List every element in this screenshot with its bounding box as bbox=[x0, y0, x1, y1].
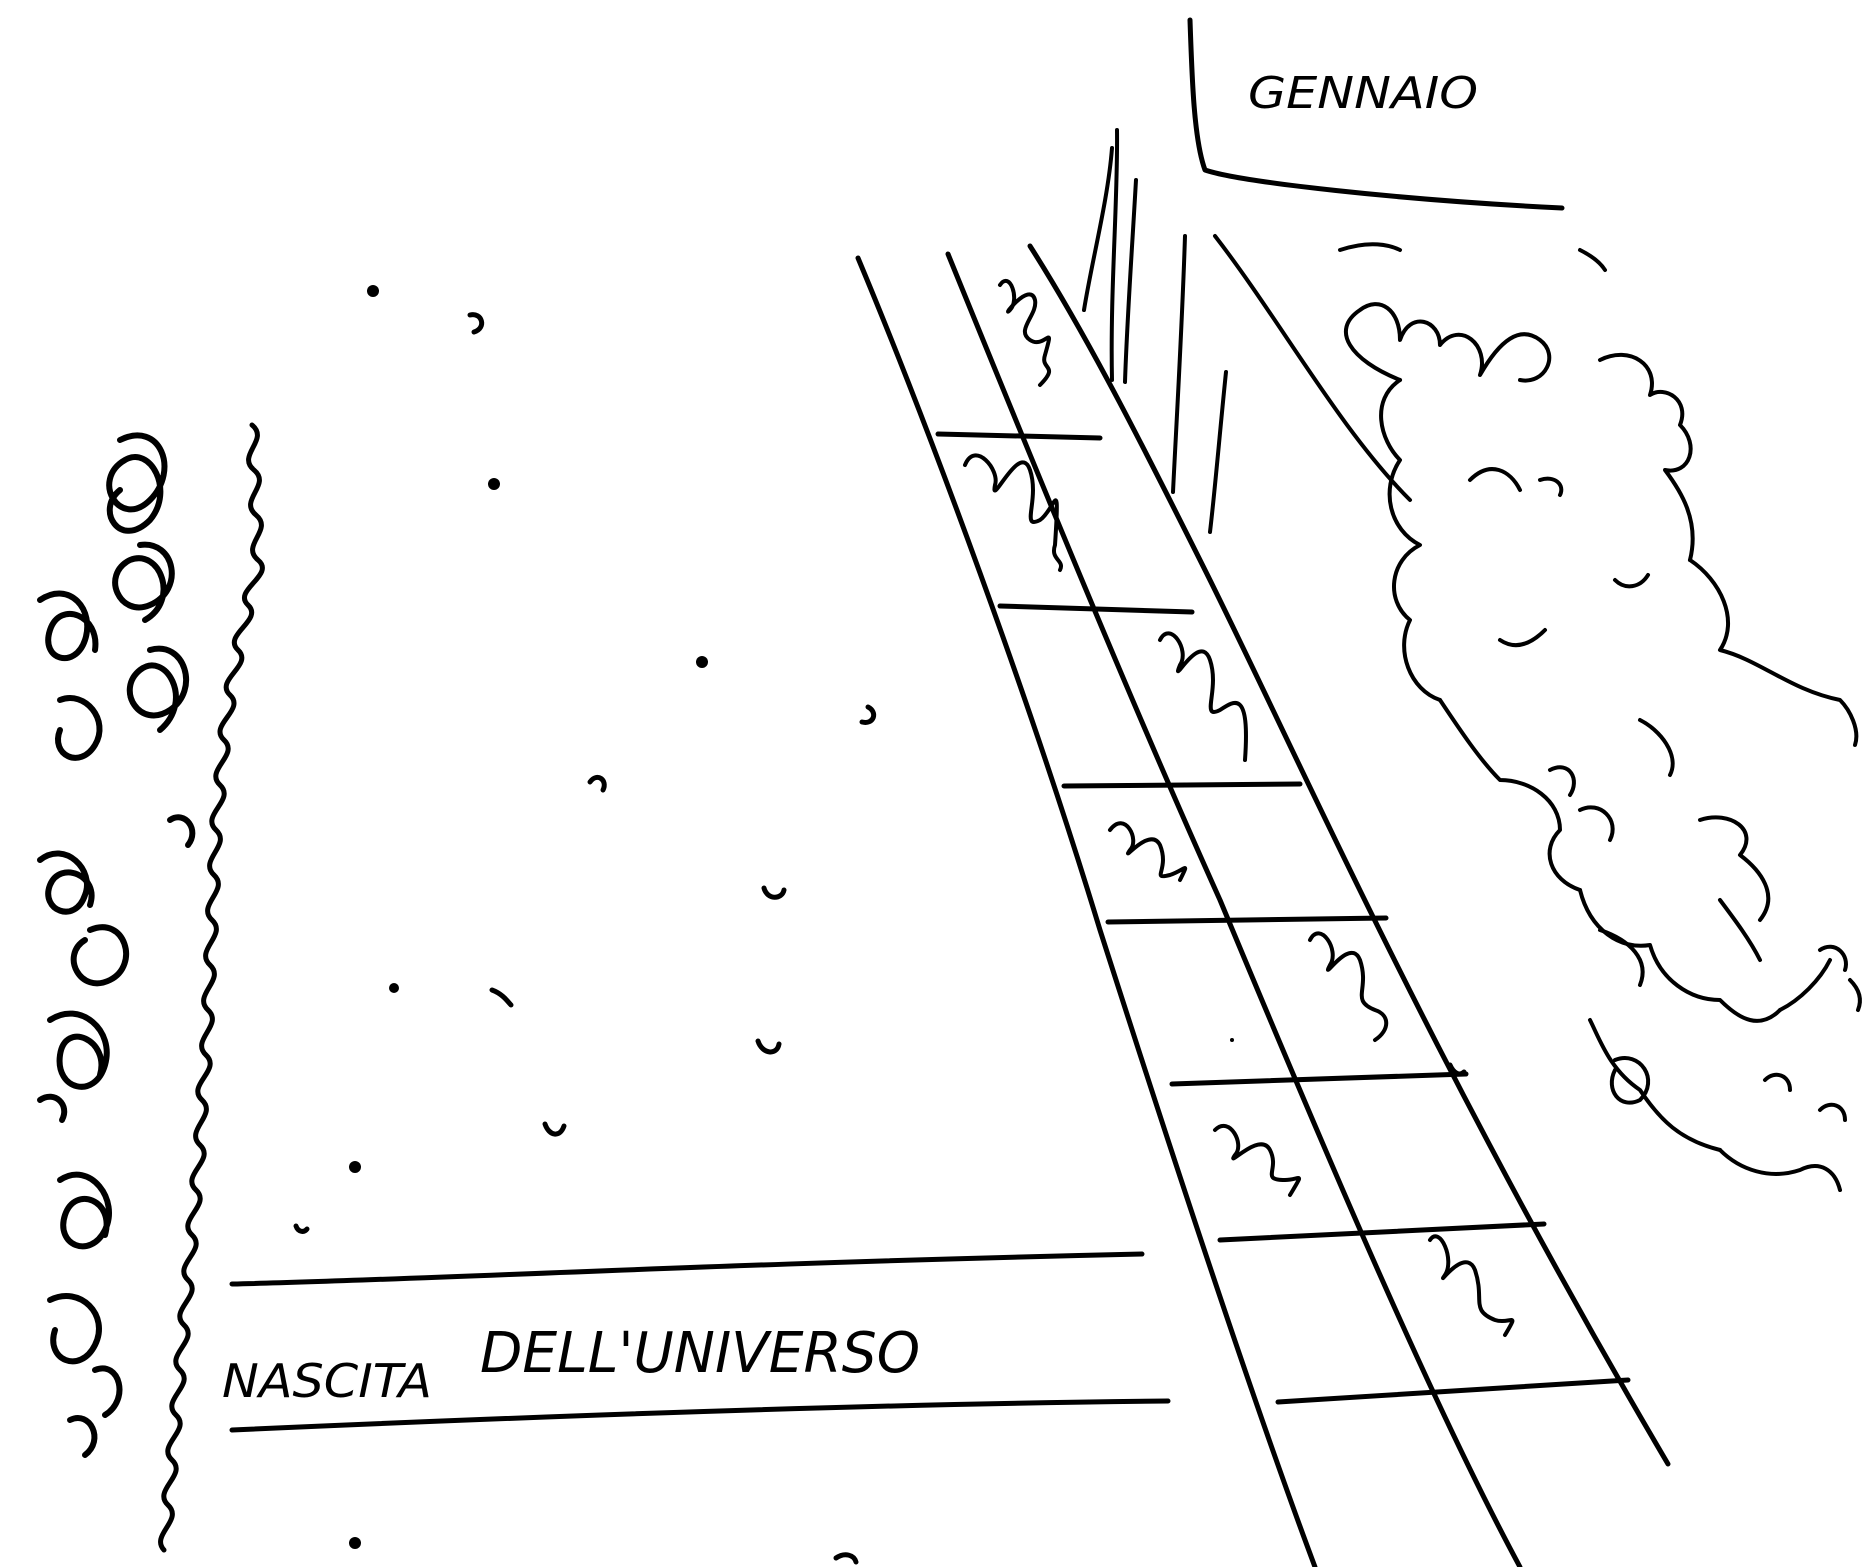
calendar-strip bbox=[858, 246, 1668, 1567]
star bbox=[492, 990, 511, 1005]
cell-scribble bbox=[1000, 281, 1049, 385]
star bbox=[488, 478, 500, 490]
cell-scribble bbox=[965, 455, 1061, 570]
star bbox=[758, 1041, 779, 1052]
calendar-rung bbox=[1220, 1224, 1544, 1240]
cell-scribble bbox=[1215, 1126, 1299, 1195]
calendar-rung bbox=[1172, 1074, 1466, 1084]
star bbox=[389, 983, 399, 993]
calendar-rung bbox=[938, 434, 1100, 438]
star bbox=[862, 707, 874, 722]
star bbox=[764, 888, 784, 897]
wall-lines bbox=[1084, 130, 1410, 532]
banner-words-universe: DELL'UNIVERSO bbox=[480, 1321, 920, 1386]
month-label: GENNAIO bbox=[1248, 68, 1478, 119]
cell-scribble bbox=[1310, 933, 1386, 1040]
star bbox=[403, 571, 415, 583]
cell-scribble bbox=[1110, 823, 1185, 880]
left-scribble-border bbox=[40, 435, 192, 1455]
calendar-rail-middle bbox=[948, 254, 1520, 1567]
star bbox=[545, 1124, 564, 1134]
star bbox=[349, 1161, 361, 1173]
star bbox=[367, 285, 379, 297]
cell-scribble bbox=[1430, 1236, 1512, 1335]
star bbox=[687, 374, 699, 386]
star bbox=[827, 535, 835, 543]
star bbox=[349, 1537, 361, 1549]
calendar-rung bbox=[1108, 918, 1386, 922]
banner-top-line bbox=[232, 1254, 1142, 1284]
calendar-rail-left bbox=[858, 258, 1315, 1567]
star bbox=[1230, 1038, 1234, 1042]
star bbox=[347, 778, 363, 794]
calendar-rung bbox=[1064, 784, 1300, 786]
star bbox=[296, 1226, 307, 1231]
star bbox=[470, 315, 482, 332]
star bbox=[590, 777, 604, 790]
cell-scribble bbox=[1160, 633, 1246, 760]
calendar-rung bbox=[1278, 1380, 1628, 1402]
star bbox=[836, 1555, 856, 1562]
banner-word-birth: NASCITA bbox=[222, 1354, 432, 1408]
bush bbox=[1340, 244, 1860, 1190]
star bbox=[696, 656, 708, 668]
calendar-rung bbox=[1000, 606, 1192, 612]
